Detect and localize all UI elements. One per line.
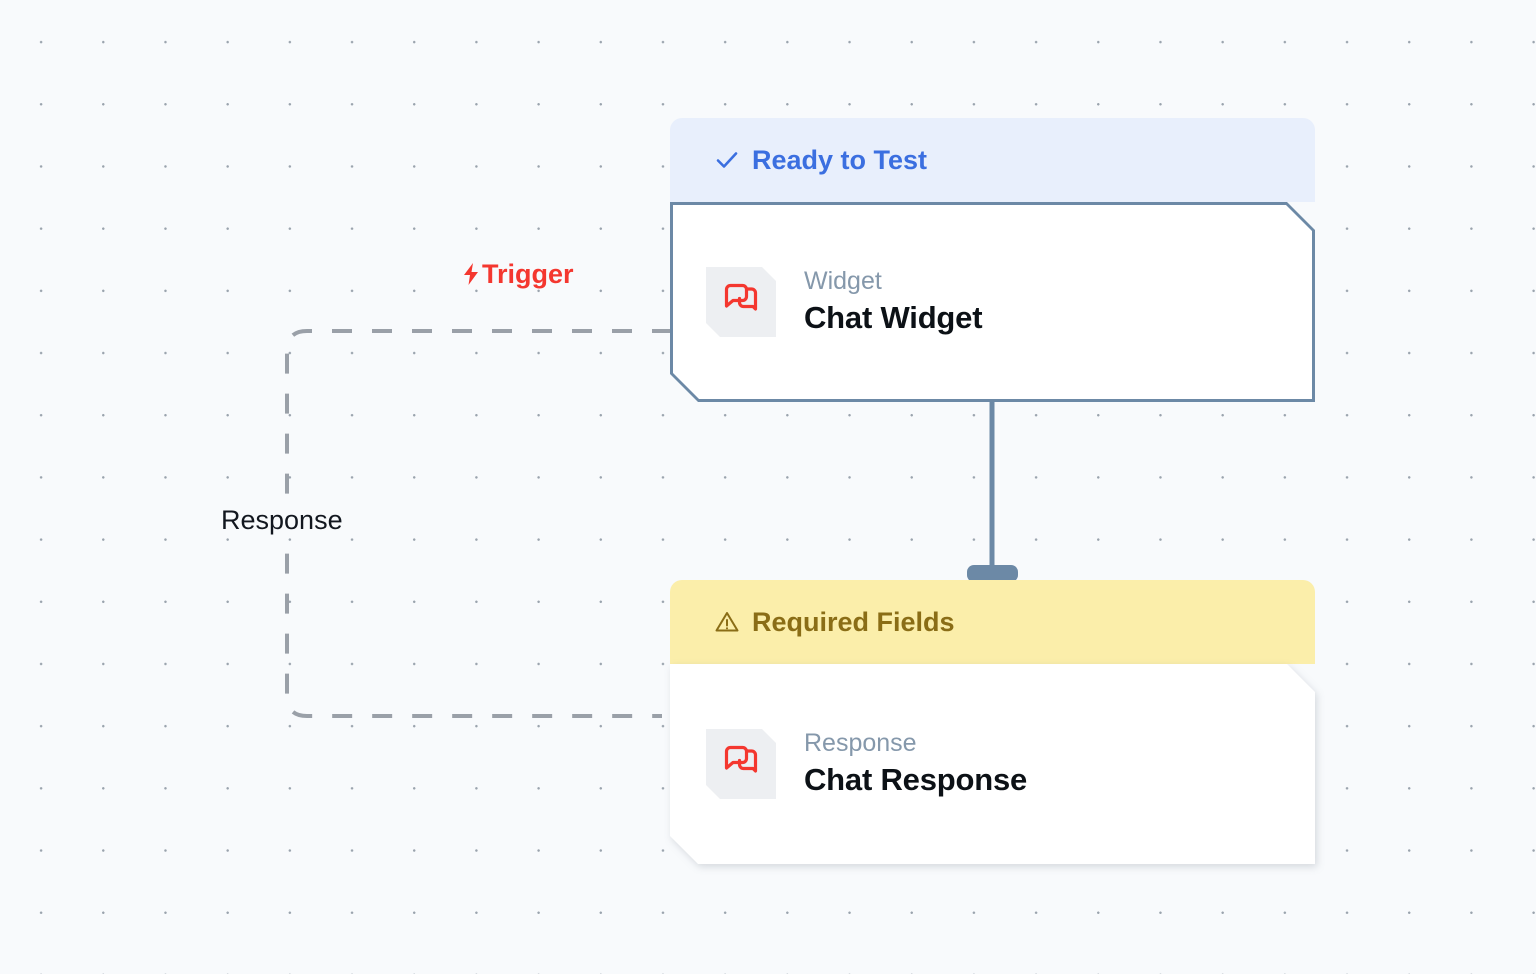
check-icon xyxy=(714,147,740,173)
node-chat-response[interactable]: Required Fields Response Chat Response xyxy=(670,580,1315,864)
edge-label-response: Response xyxy=(217,506,347,535)
lightning-bolt-icon xyxy=(462,262,482,288)
edge-label-trigger: Trigger xyxy=(462,261,574,288)
node-card-body[interactable]: Response Chat Response xyxy=(670,664,1315,864)
node-status-banner-ready-to-test[interactable]: Ready to Test xyxy=(670,118,1315,202)
node-status-banner-label: Required Fields xyxy=(752,606,955,637)
node-card-chat-response[interactable]: Response Chat Response xyxy=(670,664,1315,864)
node-subtitle: Widget xyxy=(804,266,882,295)
node-title: Chat Response xyxy=(804,762,1028,798)
warning-triangle-icon xyxy=(714,609,740,635)
chat-bubbles-icon xyxy=(706,729,776,799)
node-title: Chat Widget xyxy=(804,300,983,336)
node-status-banner-label: Ready to Test xyxy=(752,144,928,175)
edge-label-trigger-text: Trigger xyxy=(482,259,574,289)
node-card-body[interactable]: Widget Chat Widget xyxy=(673,205,1312,399)
node-text-block: Response Chat Response xyxy=(804,729,1027,799)
node-text-block: Widget Chat Widget xyxy=(804,267,982,337)
node-subtitle: Response xyxy=(804,728,917,757)
node-status-banner-required-fields[interactable]: Required Fields xyxy=(670,580,1315,664)
node-card-chat-widget[interactable]: Widget Chat Widget xyxy=(670,202,1315,402)
edge-label-response-text: Response xyxy=(221,505,343,535)
chat-bubbles-icon xyxy=(706,267,776,337)
node-chat-widget[interactable]: Ready to Test Widget Chat Widget xyxy=(670,118,1315,402)
